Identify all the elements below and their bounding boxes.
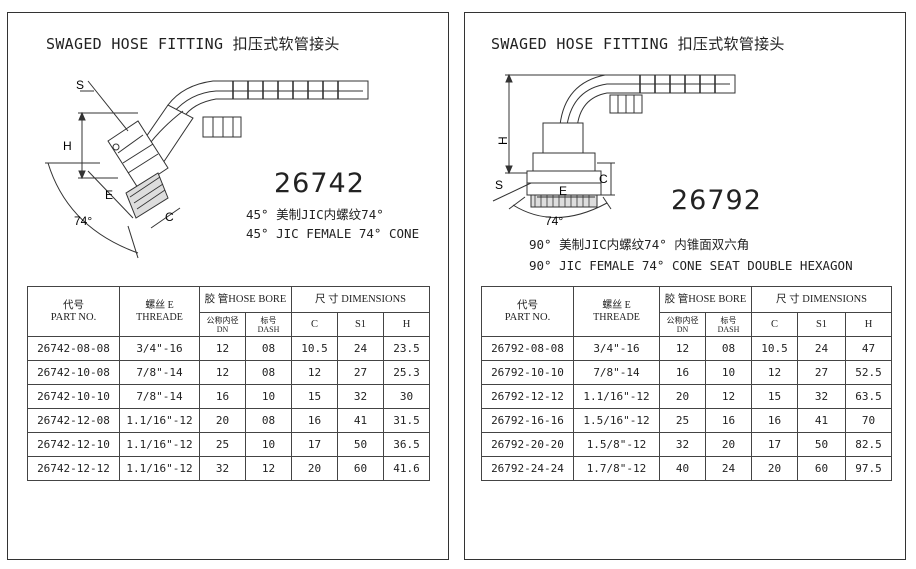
dim-h-label: H <box>496 136 510 145</box>
dim-e-label: E <box>559 184 567 198</box>
fitting-45deg-drawing: S H E C 74° <box>45 78 369 259</box>
part-code: 26792 <box>671 185 762 216</box>
dim-h-label: H <box>63 139 72 153</box>
description-cn: 90° 美制JIC内螺纹74° 内锥面双六角 <box>529 237 750 252</box>
fitting-card-26792: SWAGED HOSE FITTING 扣压式软管接头 <box>464 12 906 560</box>
col-hose-bore: 胶 管HOSE BORE <box>659 286 752 313</box>
col-dimensions: 尺 寸 DIMENSIONS <box>291 286 430 313</box>
dim-s-label: S <box>76 78 84 92</box>
col-dimensions: 尺 寸 DIMENSIONS <box>751 286 892 313</box>
col-c: C <box>751 312 798 337</box>
description-cn: 45° 美制JIC内螺纹74° <box>246 207 384 222</box>
fitting-card-26742: SWAGED HOSE FITTING 扣压式软管接头 <box>7 12 449 560</box>
dim-s-label: S <box>495 178 503 192</box>
dim-angle-label: 74° <box>545 214 563 228</box>
col-c: C <box>291 312 338 337</box>
col-hose-bore: 胶 管HOSE BORE <box>199 286 292 313</box>
part-code: 26742 <box>274 168 365 199</box>
col-h: H <box>383 312 430 337</box>
dim-c-label: C <box>599 172 608 186</box>
description-en: 45° JIC FEMALE 74° CONE <box>246 226 420 241</box>
dim-c-label: C <box>165 210 174 224</box>
fitting-90deg-drawing: H S E C 74° <box>492 73 736 228</box>
panel-title: SWAGED HOSE FITTING 扣压式软管接头 <box>491 35 785 53</box>
col-s1: S1 <box>797 312 846 337</box>
description-en: 90° JIC FEMALE 74° CONE SEAT DOUBLE HEXA… <box>529 258 853 273</box>
col-h: H <box>845 312 892 337</box>
col-s1: S1 <box>337 312 384 337</box>
panel-title: SWAGED HOSE FITTING 扣压式软管接头 <box>46 35 340 53</box>
dim-angle-label: 74° <box>74 214 92 228</box>
dim-e-label: E <box>105 188 113 202</box>
